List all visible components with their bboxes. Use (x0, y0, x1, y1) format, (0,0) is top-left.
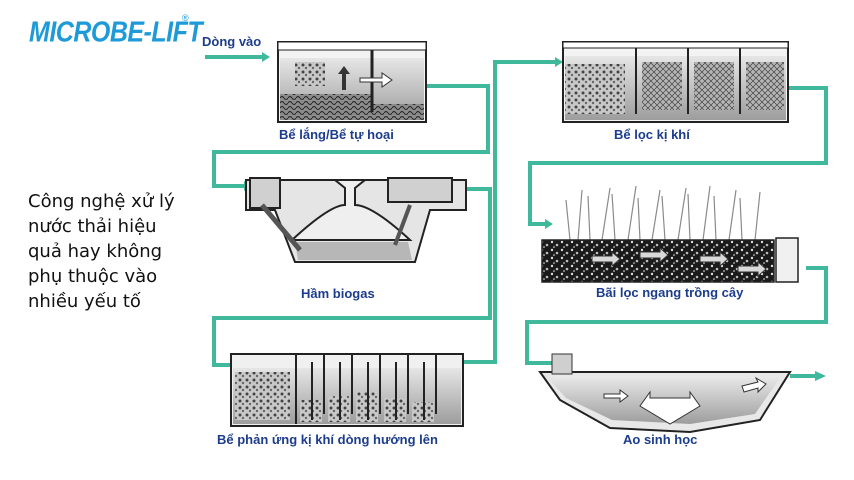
pipe-septic-to-biogas (212, 84, 490, 188)
septic-tank-illustration (277, 41, 427, 123)
flow-pipes (205, 55, 828, 378)
septic-tank-label: Bể lắng/Bể tự hoại (279, 127, 394, 142)
caption-line-4: phụ thuộc vào (28, 266, 158, 287)
pond-illustration (538, 353, 792, 434)
caption-line-2: nước thải hiệu (28, 216, 157, 237)
anaerobic-filter-illustration (562, 41, 789, 123)
pipe-wetland-to-pond (525, 266, 828, 365)
planted-filter-illustration (541, 185, 799, 283)
registered-mark: ® (182, 13, 189, 23)
baffled-reactor-label: Bể phản ứng kị khí dòng hướng lên (217, 432, 438, 447)
pipe-biogas-to-baffled (212, 187, 492, 367)
pipe-baffled-to-filter (462, 60, 555, 364)
anaerobic-filter-label: Bể lọc kị khí (614, 127, 690, 142)
pipe-filter-to-wetland (528, 86, 828, 226)
inflow-label: Dòng vào (202, 34, 262, 49)
biogas-digester-illustration (245, 177, 467, 263)
caption: Công nghệ xử lý nước thải hiệu quả hay k… (28, 189, 218, 314)
caption-line-3: quả hay không (28, 241, 163, 262)
caption-line-5: nhiều yếu tố (28, 291, 141, 312)
baffled-reactor-illustration (230, 353, 464, 427)
logo: MICROBE-LIFT (29, 16, 203, 49)
caption-line-1: Công nghệ xử lý (28, 191, 175, 212)
planted-filter-label: Bãi lọc ngang trồng cây (596, 285, 744, 300)
biogas-label: Hầm biogas (301, 286, 375, 301)
pond-label: Ao sinh học (623, 432, 698, 447)
